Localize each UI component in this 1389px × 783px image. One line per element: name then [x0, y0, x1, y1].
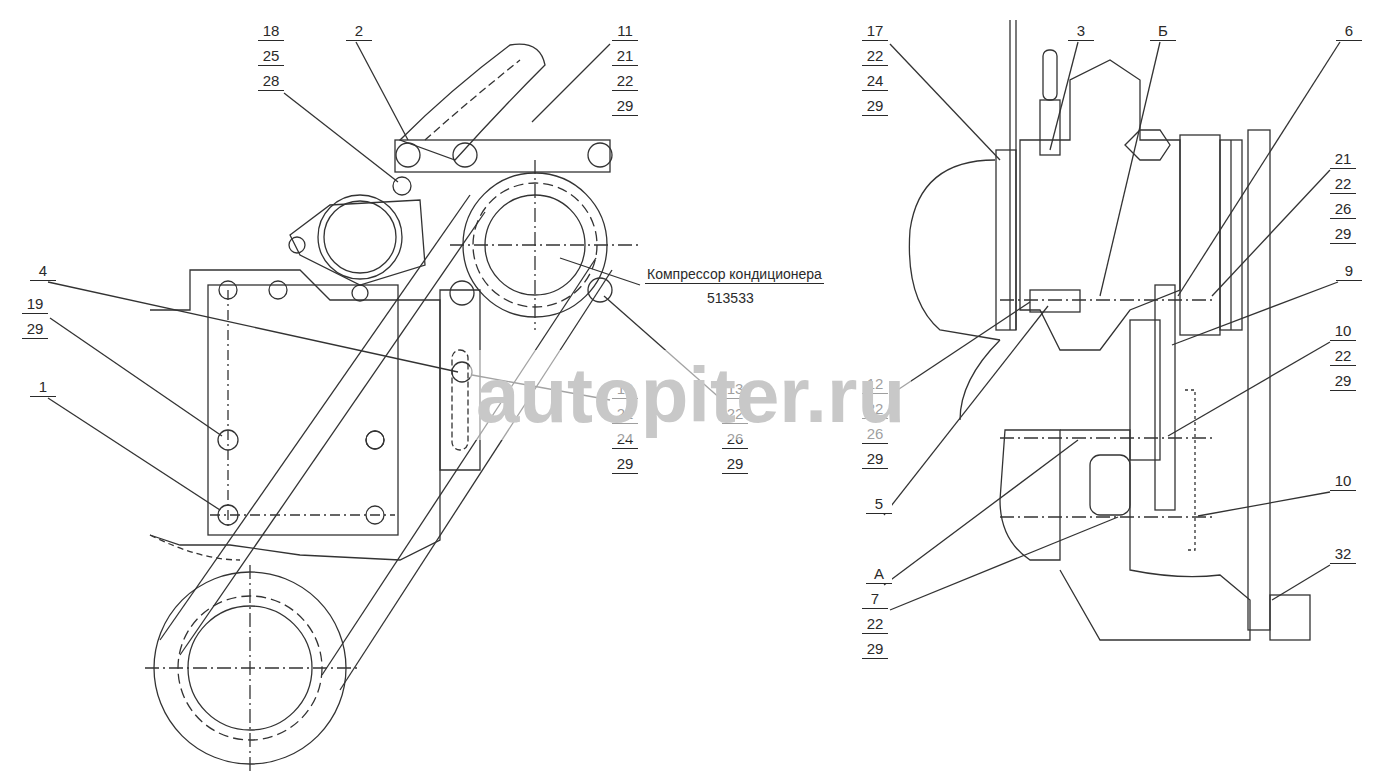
callout-number: 28 — [258, 72, 284, 91]
callout-number: 18 — [258, 22, 284, 41]
watermark: autopiter.ru — [470, 350, 911, 440]
callout-number: 22 — [1330, 175, 1356, 194]
callout-number: 25 — [258, 47, 284, 66]
callout-number: 11 — [612, 22, 638, 41]
callout-number: 17 — [862, 22, 888, 41]
callout-number: 2 — [346, 22, 372, 41]
callout-number: 22 — [612, 72, 638, 91]
callout-number: 29 — [612, 455, 638, 474]
callout-number: Б — [1150, 22, 1176, 41]
callout-number: 26 — [1330, 200, 1356, 219]
callout-number: 9 — [1336, 262, 1362, 281]
callout-number: 29 — [722, 455, 748, 474]
callout-number: 21 — [612, 47, 638, 66]
callout-number: 29 — [862, 640, 888, 659]
callout-number: 7 — [862, 590, 888, 609]
side-view — [884, 20, 1340, 640]
callout-number: 10 — [1330, 322, 1356, 341]
callout-number: 6 — [1336, 22, 1362, 41]
callout-number: 4 — [30, 262, 56, 281]
callout-number: 24 — [862, 72, 888, 91]
callout-number: 32 — [1330, 545, 1356, 564]
callout-number: 29 — [22, 320, 48, 339]
callout-number: А — [866, 565, 892, 584]
callout-number: 29 — [612, 97, 638, 116]
callout-number: 3 — [1068, 22, 1094, 41]
callout-number: 10 — [1330, 472, 1356, 491]
callout-number: 22 — [862, 47, 888, 66]
callout-number: 1 — [30, 378, 56, 397]
callout-number: 21 — [1330, 150, 1356, 169]
callout-number: 29 — [862, 450, 888, 469]
callout-number: 22 — [862, 615, 888, 634]
part-name: Компрессор кондиционера — [645, 265, 824, 284]
callout-number: 22 — [1330, 347, 1356, 366]
callout-number: 29 — [1330, 372, 1356, 391]
callout-number: 29 — [862, 97, 888, 116]
part-number: 513533 — [705, 289, 756, 307]
callout-number: 29 — [1330, 225, 1356, 244]
callout-number: 5 — [866, 495, 892, 514]
callout-number: 19 — [22, 295, 48, 314]
